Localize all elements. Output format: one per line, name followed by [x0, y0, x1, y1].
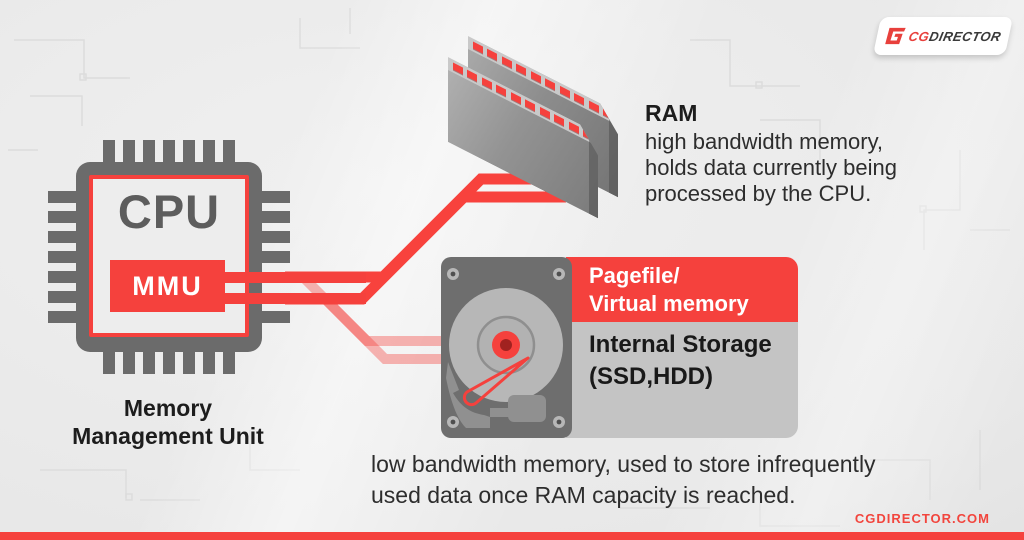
ram-chip-icon: [496, 85, 506, 97]
cpu-pin: [103, 140, 115, 164]
ram-chip-icon: [531, 71, 541, 83]
ram-chip-icon: [482, 77, 492, 89]
cpu-pins-bottom: [76, 350, 262, 374]
cpu-pin: [143, 350, 155, 374]
pagefile-header-shape: [566, 257, 798, 322]
ram-title: RAM: [645, 100, 698, 126]
cpu-pin: [48, 231, 78, 243]
ram-chip-icon: [560, 86, 570, 98]
cpu-pin: [260, 311, 290, 323]
ram-chip-icon: [574, 93, 584, 105]
ram-chip-icon: [540, 107, 550, 119]
ram-chip-icon: [502, 56, 512, 68]
cpu-pin: [163, 140, 175, 164]
cpu-pin: [203, 140, 215, 164]
hdd-needle: [462, 356, 530, 407]
cpu-pin: [48, 191, 78, 203]
cgdirector-g-icon: [885, 27, 906, 45]
hdd-connector-bar: [490, 408, 512, 417]
storage-illustration: [441, 257, 798, 438]
cpu-pin: [260, 231, 290, 243]
cpu-pin: [183, 140, 195, 164]
cpu-pin: [163, 350, 175, 374]
cpu-chip-illustration: CPU MMU: [48, 140, 366, 374]
mmu-block: MMU: [110, 260, 225, 312]
mmu-bus-tab: [225, 293, 366, 304]
ram-stick-side-face: [609, 108, 618, 198]
ram-chip-icon: [569, 122, 579, 134]
cpu-pin: [48, 251, 78, 263]
cpu-pin: [183, 350, 195, 374]
cpu-pin: [223, 350, 235, 374]
cgdirector-logo-badge: CGDIRECTOR: [872, 17, 1014, 55]
pagefile-label: Pagefile/ Virtual memory: [589, 263, 749, 316]
logo-text-director: DIRECTOR: [927, 28, 1003, 44]
cpu-storage-trace-lower: [321, 295, 446, 364]
ram-description: high bandwidth memory, holds data curren…: [645, 129, 897, 206]
cpu-pins-top: [76, 140, 262, 164]
ram-chip-icon: [467, 70, 477, 82]
ram-chip-icon: [545, 78, 555, 90]
mmu-label: MMU: [132, 270, 203, 301]
cgdirector-logo-text: CGDIRECTOR: [907, 29, 1002, 44]
hdd-hub-center: [500, 339, 512, 351]
hdd-screws: [447, 268, 565, 428]
website-url: CGDIRECTOR.COM: [854, 511, 990, 526]
hdd-actuator-arm-block: [446, 362, 490, 428]
storage-panel-shape: [566, 322, 798, 438]
cpu-pins-left: [48, 162, 78, 352]
storage-description: low bandwidth memory, used to store infr…: [371, 451, 876, 508]
cpu-pin: [203, 350, 215, 374]
cpu-label: CPU: [117, 185, 221, 238]
cpu-pin: [260, 251, 290, 263]
cpu-caption: Memory Management Unit: [72, 395, 264, 449]
cpu-pin: [123, 350, 135, 374]
ram-chip-icon: [487, 49, 497, 61]
cpu-pin: [223, 140, 235, 164]
ram-chip-icon: [516, 64, 526, 76]
cpu-pin: [48, 311, 78, 323]
ram-illustration: [448, 36, 658, 251]
cpu-pin: [103, 350, 115, 374]
cpu-pin: [48, 291, 78, 303]
cpu-pins-right: [260, 162, 290, 352]
ram-chip-icon: [473, 41, 483, 53]
hdd-head-block: [508, 395, 546, 422]
ram-chip-icon: [554, 114, 564, 126]
cpu-pin: [123, 140, 135, 164]
cpu-pin: [260, 191, 290, 203]
ram-chip-icon: [453, 62, 463, 74]
internal-storage-label: Internal Storage (SSD,HDD): [589, 331, 772, 390]
cpu-pin: [260, 211, 290, 223]
footer-accent-bar: [0, 532, 1024, 540]
cpu-pin: [143, 140, 155, 164]
cpu-pin: [48, 271, 78, 283]
ram-chip-icon: [589, 101, 599, 113]
mmu-bus-tab: [225, 272, 366, 283]
cpu-pin: [48, 211, 78, 223]
ram-chip-icon: [525, 99, 535, 111]
ram-chip-icon: [511, 92, 521, 104]
